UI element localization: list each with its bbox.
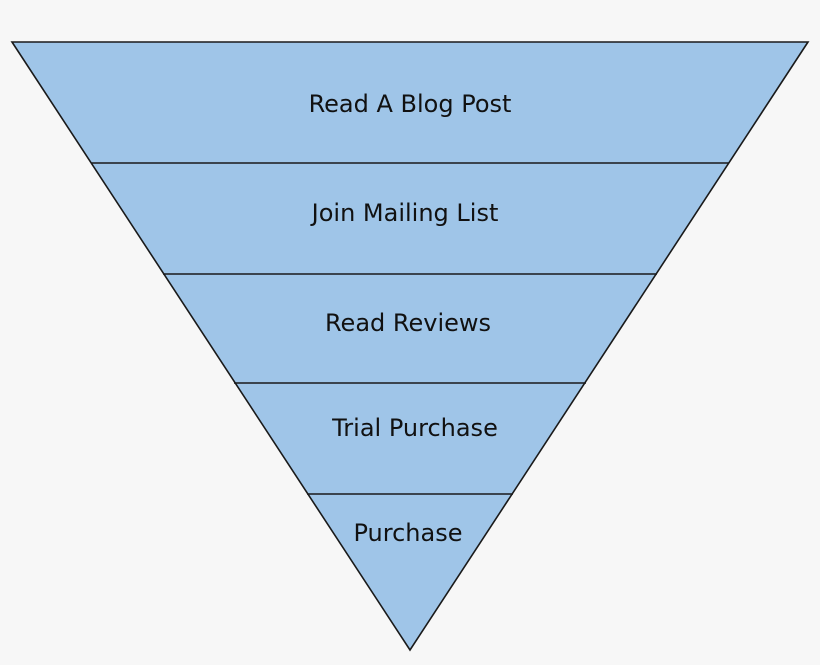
funnel-stage-label-4: Trial Purchase bbox=[331, 414, 498, 442]
funnel-shape bbox=[10, 41, 810, 652]
funnel-stage-label-3: Read Reviews bbox=[325, 309, 491, 337]
funnel-stage-label-5: Purchase bbox=[354, 519, 463, 547]
funnel-stage-label-1: Read A Blog Post bbox=[309, 90, 512, 118]
funnel-stage-label-2: Join Mailing List bbox=[310, 199, 499, 227]
